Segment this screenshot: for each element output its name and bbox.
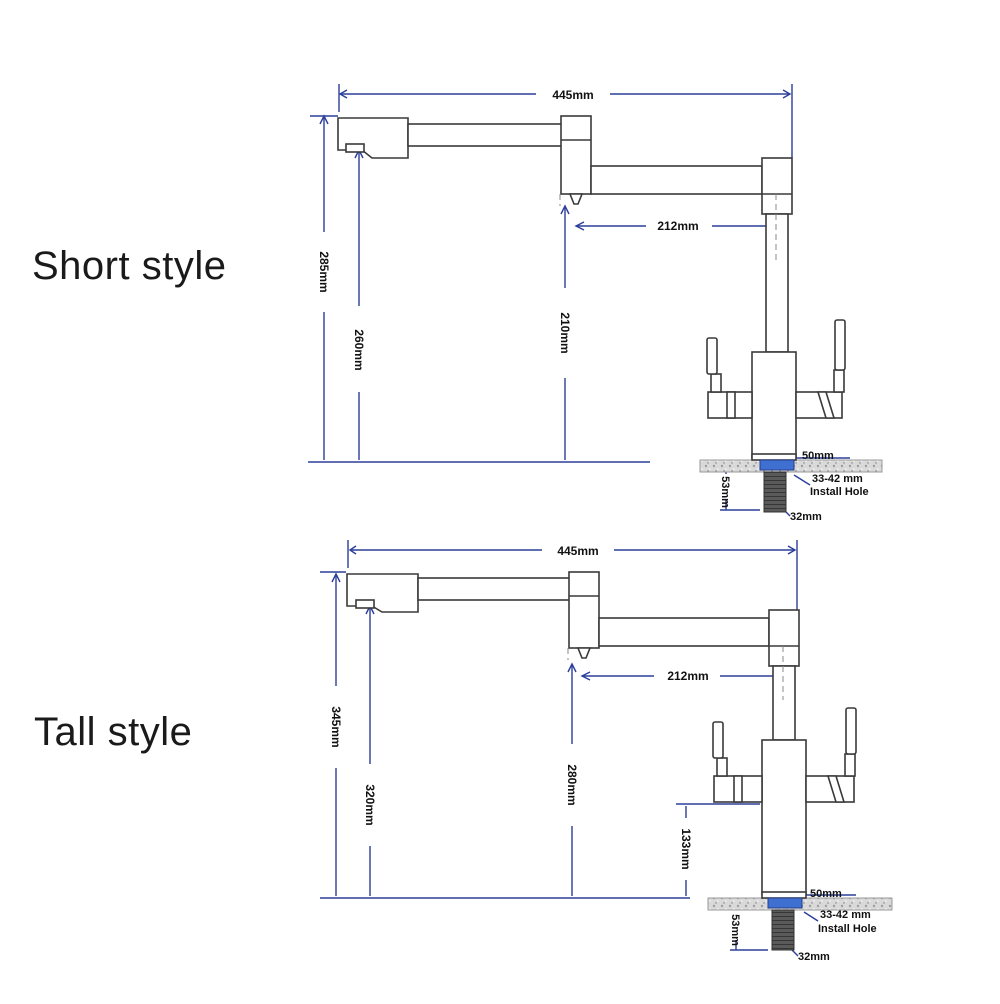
tall-style-drawing: 445mm 212mm 345mm 320mm 280mm 133mm 50mm… (320, 540, 893, 963)
short-faucet-outline (337, 115, 846, 513)
tall-outlet-height-label: 280mm (565, 764, 579, 805)
short-width-label: 445mm (552, 88, 593, 102)
tall-body-height-label: 133mm (679, 828, 693, 869)
short-install-hole-label: Install Hole (810, 486, 869, 498)
short-style-title: Short style (32, 244, 227, 288)
tall-hole-range-label: 33-42 mm (820, 909, 871, 921)
tall-style-title: Tall style (34, 710, 193, 754)
short-spout-height-label: 260mm (352, 329, 366, 370)
tall-dimension-lines (320, 540, 856, 957)
tall-height-total-label: 345mm (329, 706, 343, 747)
tall-base-label: 50mm (810, 888, 842, 900)
tall-shank-dia-label: 32mm (798, 951, 830, 963)
short-height-total-label: 285mm (317, 251, 331, 292)
short-shank-length-label: 53mm (719, 476, 731, 508)
tall-width-label: 445mm (557, 544, 598, 558)
tall-install-hole-label: Install Hole (818, 923, 877, 935)
short-outlet-height-label: 210mm (558, 312, 572, 353)
tall-faucet-outline (346, 571, 857, 951)
short-arm-reach-label: 212mm (657, 219, 698, 233)
short-base-label: 50mm (802, 450, 834, 462)
short-shank-dia-label: 32mm (790, 511, 822, 523)
short-hole-range-label: 33-42 mm (812, 473, 863, 485)
short-style-drawing: 445mm 212mm 285mm 260mm 210mm 50mm 33-42… (308, 84, 883, 523)
tall-arm-reach-label: 212mm (667, 669, 708, 683)
tall-spout-height-label: 320mm (363, 784, 377, 825)
tall-shank-length-label: 53mm (729, 914, 741, 946)
